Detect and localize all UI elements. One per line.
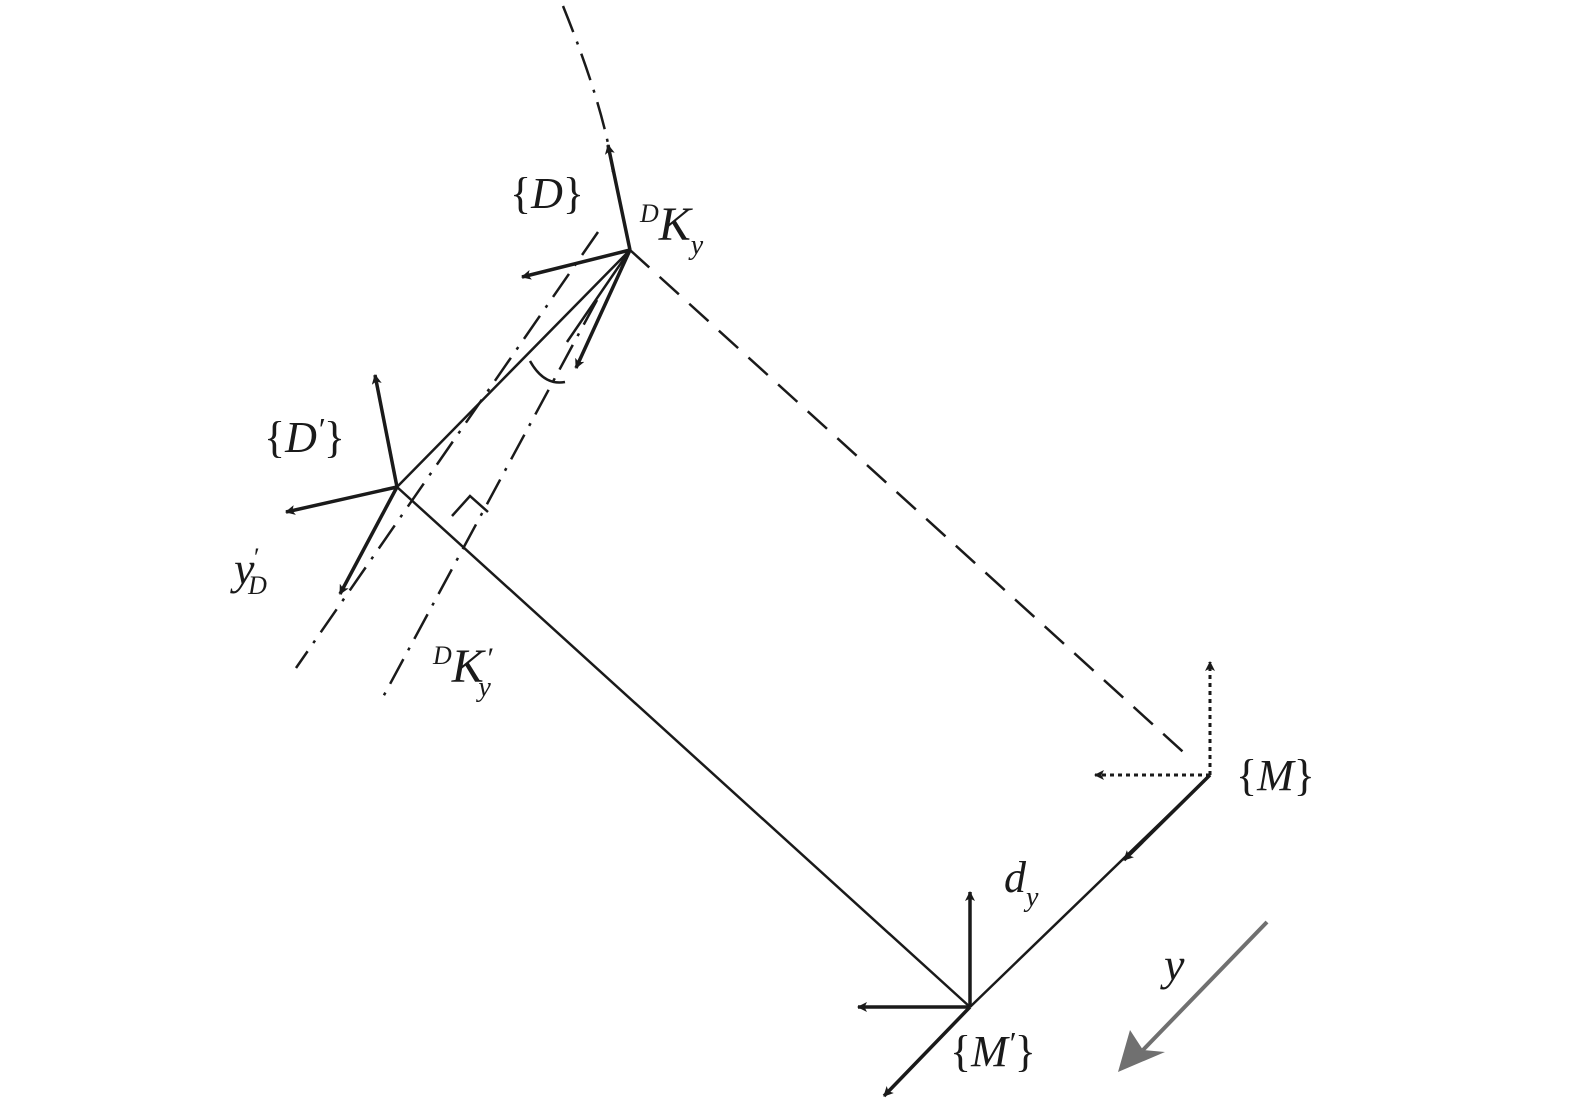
line-D-to-Dprime — [396, 249, 631, 488]
dashed-line-D-to-M — [629, 249, 1193, 761]
frame-Mprime-arrow-down — [882, 1005, 972, 1098]
label-frame-M: {M} — [1236, 751, 1315, 800]
label-yD-prime: y′D — [230, 543, 267, 600]
frame-D-arrow-left — [521, 248, 631, 280]
label-frame-Mprime: {M′} — [950, 1025, 1036, 1076]
frame-D-arrow-down — [574, 249, 632, 369]
frame-Dprime-arrow-left — [285, 485, 398, 515]
label-dy: dy — [1004, 853, 1039, 913]
label-frame-D: {D} — [510, 169, 584, 218]
right-angle-mark — [451, 494, 489, 517]
line-Dprime-to-Mprime — [396, 486, 971, 1008]
label-DKy-prime: DK′y — [432, 640, 493, 703]
frame-Dprime-arrow-up — [371, 374, 399, 488]
label-DKy: DKy — [639, 198, 704, 261]
label-y: y — [1160, 939, 1185, 990]
frame-D-arrow-up — [604, 144, 632, 251]
label-frame-Dprime: {D′} — [264, 411, 345, 462]
angle-arc — [528, 360, 566, 384]
dy-arrow — [1122, 773, 1212, 862]
dash-dot-axis-lower — [381, 299, 599, 698]
global-y-arrow — [1118, 920, 1269, 1072]
line-D-thin — [565, 249, 632, 343]
dash-dot-axis-upper — [294, 231, 600, 669]
trajectory-curve — [561, 5, 615, 173]
frame-Dprime-arrow-down — [338, 486, 399, 595]
